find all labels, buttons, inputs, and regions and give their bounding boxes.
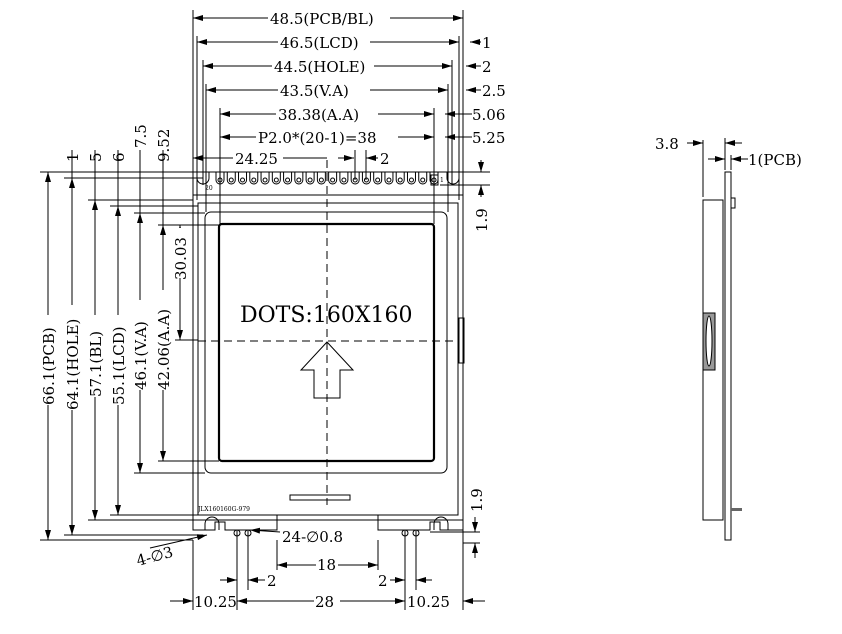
pin-pad — [316, 172, 326, 185]
pin-20-label: 20 — [205, 185, 213, 192]
dim-right-offset: 10.25 — [407, 593, 450, 611]
pin-hole — [420, 177, 426, 183]
dim-aa-width: 38.38(A.A) — [278, 106, 359, 124]
dim-pin-holes: 24-∅0.8 — [282, 528, 343, 546]
pin-pad — [305, 172, 315, 185]
mount-hole-top-right — [446, 172, 460, 185]
lcd-outline — [197, 202, 459, 516]
dim-top-7-5: 7.5 — [132, 124, 150, 148]
side-pcb — [724, 171, 732, 541]
pin-pad — [350, 172, 360, 185]
side-tab — [458, 317, 465, 364]
pin-pad — [339, 172, 349, 185]
pin-pad — [271, 172, 281, 185]
pin-hole — [240, 177, 246, 183]
pin-pad — [283, 172, 293, 185]
mount-hole-bottom-left — [204, 516, 220, 530]
dim-center-span: 18 — [317, 556, 336, 574]
dim-aa-center: 30.03 — [172, 237, 190, 280]
pin-pad — [260, 172, 270, 185]
mount-hole-bottom-right — [433, 516, 449, 530]
pin-hole — [307, 177, 313, 183]
pin-hole — [318, 177, 324, 183]
pin-hole — [397, 177, 403, 183]
pin-pad — [418, 172, 428, 185]
pin-hole — [262, 177, 268, 183]
dim-hole-height: 64.1(HOLE) — [64, 319, 82, 410]
dim-pcb-bl-width: 48.5(PCB/BL) — [270, 10, 374, 28]
dim-bl-height: 57.1(BL) — [87, 331, 105, 397]
dim-top-5: 5 — [87, 152, 105, 162]
side-view: 3.8 1(PCB) — [655, 135, 802, 541]
dim-lcd-height: 55.1(LCD) — [110, 326, 128, 405]
dim-pcb-height: 66.1(PCB) — [40, 327, 58, 405]
pin-hole — [330, 177, 336, 183]
pin-pad — [361, 172, 371, 185]
dim-hole-offset: 2 — [482, 58, 492, 76]
pin-pad — [226, 172, 236, 185]
viewing-area — [204, 211, 448, 474]
pin-hole — [375, 177, 381, 183]
pin-pad — [384, 172, 394, 185]
backlight-outline — [192, 194, 464, 521]
pin-pad — [373, 172, 383, 185]
dim-left-spacing: 2 — [267, 572, 277, 590]
pin-hole — [285, 177, 291, 183]
dim-va-width: 43.5(V.A) — [280, 82, 349, 100]
side-tab — [731, 197, 736, 209]
left-dimensions: 66.1(PCB) 64.1(HOLE) 57.1(BL) 55.1(LCD) … — [40, 124, 219, 541]
dim-bottom-height: 1.9 — [468, 488, 486, 512]
pin-pad — [328, 172, 338, 185]
dim-middle-span: 28 — [315, 593, 334, 611]
dim-right-spacing: 2 — [378, 572, 388, 590]
dim-hole-width: 44.5(HOLE) — [274, 58, 365, 76]
pin-pad — [249, 172, 259, 185]
pin-pad — [406, 172, 416, 185]
pin-hole — [296, 177, 302, 183]
front-view: DOTS:160X160 JLX160160G-979 1 20 — [192, 160, 465, 537]
dim-side-thickness: 3.8 — [655, 135, 679, 153]
dim-lcd-offset: 1 — [482, 34, 492, 52]
pin-hole — [228, 177, 234, 183]
dim-left-offset: 10.25 — [194, 593, 237, 611]
pin-hole — [251, 177, 257, 183]
dim-pin-offset: 5.25 — [472, 129, 505, 147]
dim-top-9-52: 9.52 — [155, 129, 173, 162]
dim-pin-spacing: 2 — [380, 150, 390, 168]
pin-pad — [294, 172, 304, 185]
part-number: JLX160160G-979 — [197, 506, 250, 513]
pcb-outline — [192, 171, 464, 531]
dim-mount-holes: 4-∅3 — [134, 543, 175, 570]
side-pin — [731, 508, 742, 511]
pin-hole — [273, 177, 279, 183]
dim-va-offset: 2.5 — [482, 82, 506, 100]
pin-1-label: 1 — [440, 177, 444, 184]
dim-top-1: 1 — [64, 152, 82, 162]
dim-lcd-width: 46.5(LCD) — [280, 34, 359, 52]
pin-hole — [341, 177, 347, 183]
fpc-slot — [289, 494, 351, 501]
dim-top-6: 6 — [110, 152, 128, 162]
dim-pin-row-height: 1.9 — [473, 208, 491, 232]
dots-label: DOTS:160X160 — [240, 303, 412, 328]
dim-pin-pitch: P2.0*(20-1)=38 — [258, 129, 377, 147]
dim-side-pcb-thickness: 1(PCB) — [748, 151, 802, 169]
pin-hole — [386, 177, 392, 183]
top-dimensions: 48.5(PCB/BL) 46.5(LCD) 1 44.5(HOLE) 2 43… — [192, 8, 506, 232]
pin-hole — [408, 177, 414, 183]
dim-aa-height: 42.06(A.A) — [155, 309, 173, 390]
dim-center-offset: 24.25 — [235, 150, 278, 168]
pin-pad — [238, 172, 248, 185]
arrow-up-icon — [299, 341, 355, 399]
dim-va-height: 46.1(V.A) — [132, 321, 150, 390]
bottom-dimensions: 4-∅3 24-∅0.8 18 2 2 10.25 28 10.25 1.9 — [134, 488, 486, 611]
dim-aa-offset: 5.06 — [472, 106, 505, 124]
pin-pad — [395, 172, 405, 185]
